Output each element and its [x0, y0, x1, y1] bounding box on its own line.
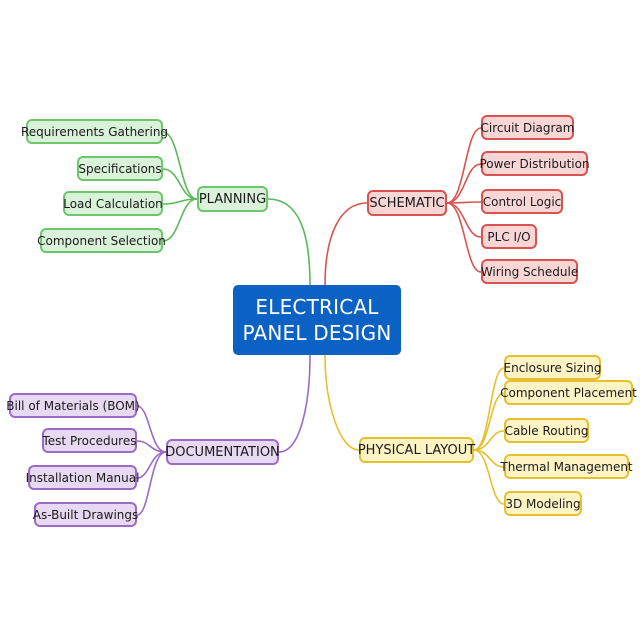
leaf-wiring-schedule: Wiring Schedule: [481, 259, 578, 284]
branch-physical-layout: PHYSICAL LAYOUT: [358, 437, 475, 463]
leaf-installation-manual: Installation Manual: [26, 465, 139, 490]
leaf-bill-of-materials: Bill of Materials (BOM): [6, 393, 140, 418]
connectors-schematic: [446, 127, 482, 273]
leaf-plc-io: PLC I/O: [481, 224, 537, 249]
leaf-as-built-drawings: As-Built Drawings: [33, 502, 138, 527]
leaf-test-procedures: Test Procedures: [42, 428, 137, 453]
branch-planning: PLANNING: [197, 186, 268, 212]
connectors-physical-layout: [473, 367, 505, 505]
leaf-component-placement: Component Placement: [500, 380, 637, 405]
branch-schematic: SCHEMATIC: [367, 190, 447, 216]
connector-center-physical: [324, 354, 360, 451]
leaf-circuit-diagram: Circuit Diagram: [481, 115, 574, 140]
leaf-requirements-gathering: Requirements Gathering: [21, 119, 168, 144]
branch-documentation: DOCUMENTATION: [165, 439, 280, 465]
connectors-planning: [162, 131, 198, 242]
central-topic-line-1: ELECTRICAL: [255, 295, 379, 319]
connector-center-planning: [267, 198, 311, 286]
leaf-cable-routing: Cable Routing: [504, 418, 589, 443]
leaf-enclosure-sizing: Enclosure Sizing: [504, 355, 602, 380]
leaf-load-calculation: Load Calculation: [63, 191, 163, 216]
leaf-thermal-management: Thermal Management: [500, 454, 633, 479]
central-topic-line-2: PANEL DESIGN: [242, 321, 392, 345]
connector-center-schematic: [324, 202, 368, 286]
leaf-control-logic: Control Logic: [481, 189, 563, 214]
leaf-power-distribution: Power Distribution: [479, 151, 590, 176]
connectors-documentation: [136, 405, 167, 516]
central-topic: ELECTRICAL PANEL DESIGN: [233, 285, 401, 355]
leaf-component-selection: Component Selection: [37, 228, 166, 253]
leaf-specifications: Specifications: [77, 156, 163, 181]
leaf-3d-modeling: 3D Modeling: [504, 491, 582, 516]
connector-center-documentation: [278, 354, 311, 453]
